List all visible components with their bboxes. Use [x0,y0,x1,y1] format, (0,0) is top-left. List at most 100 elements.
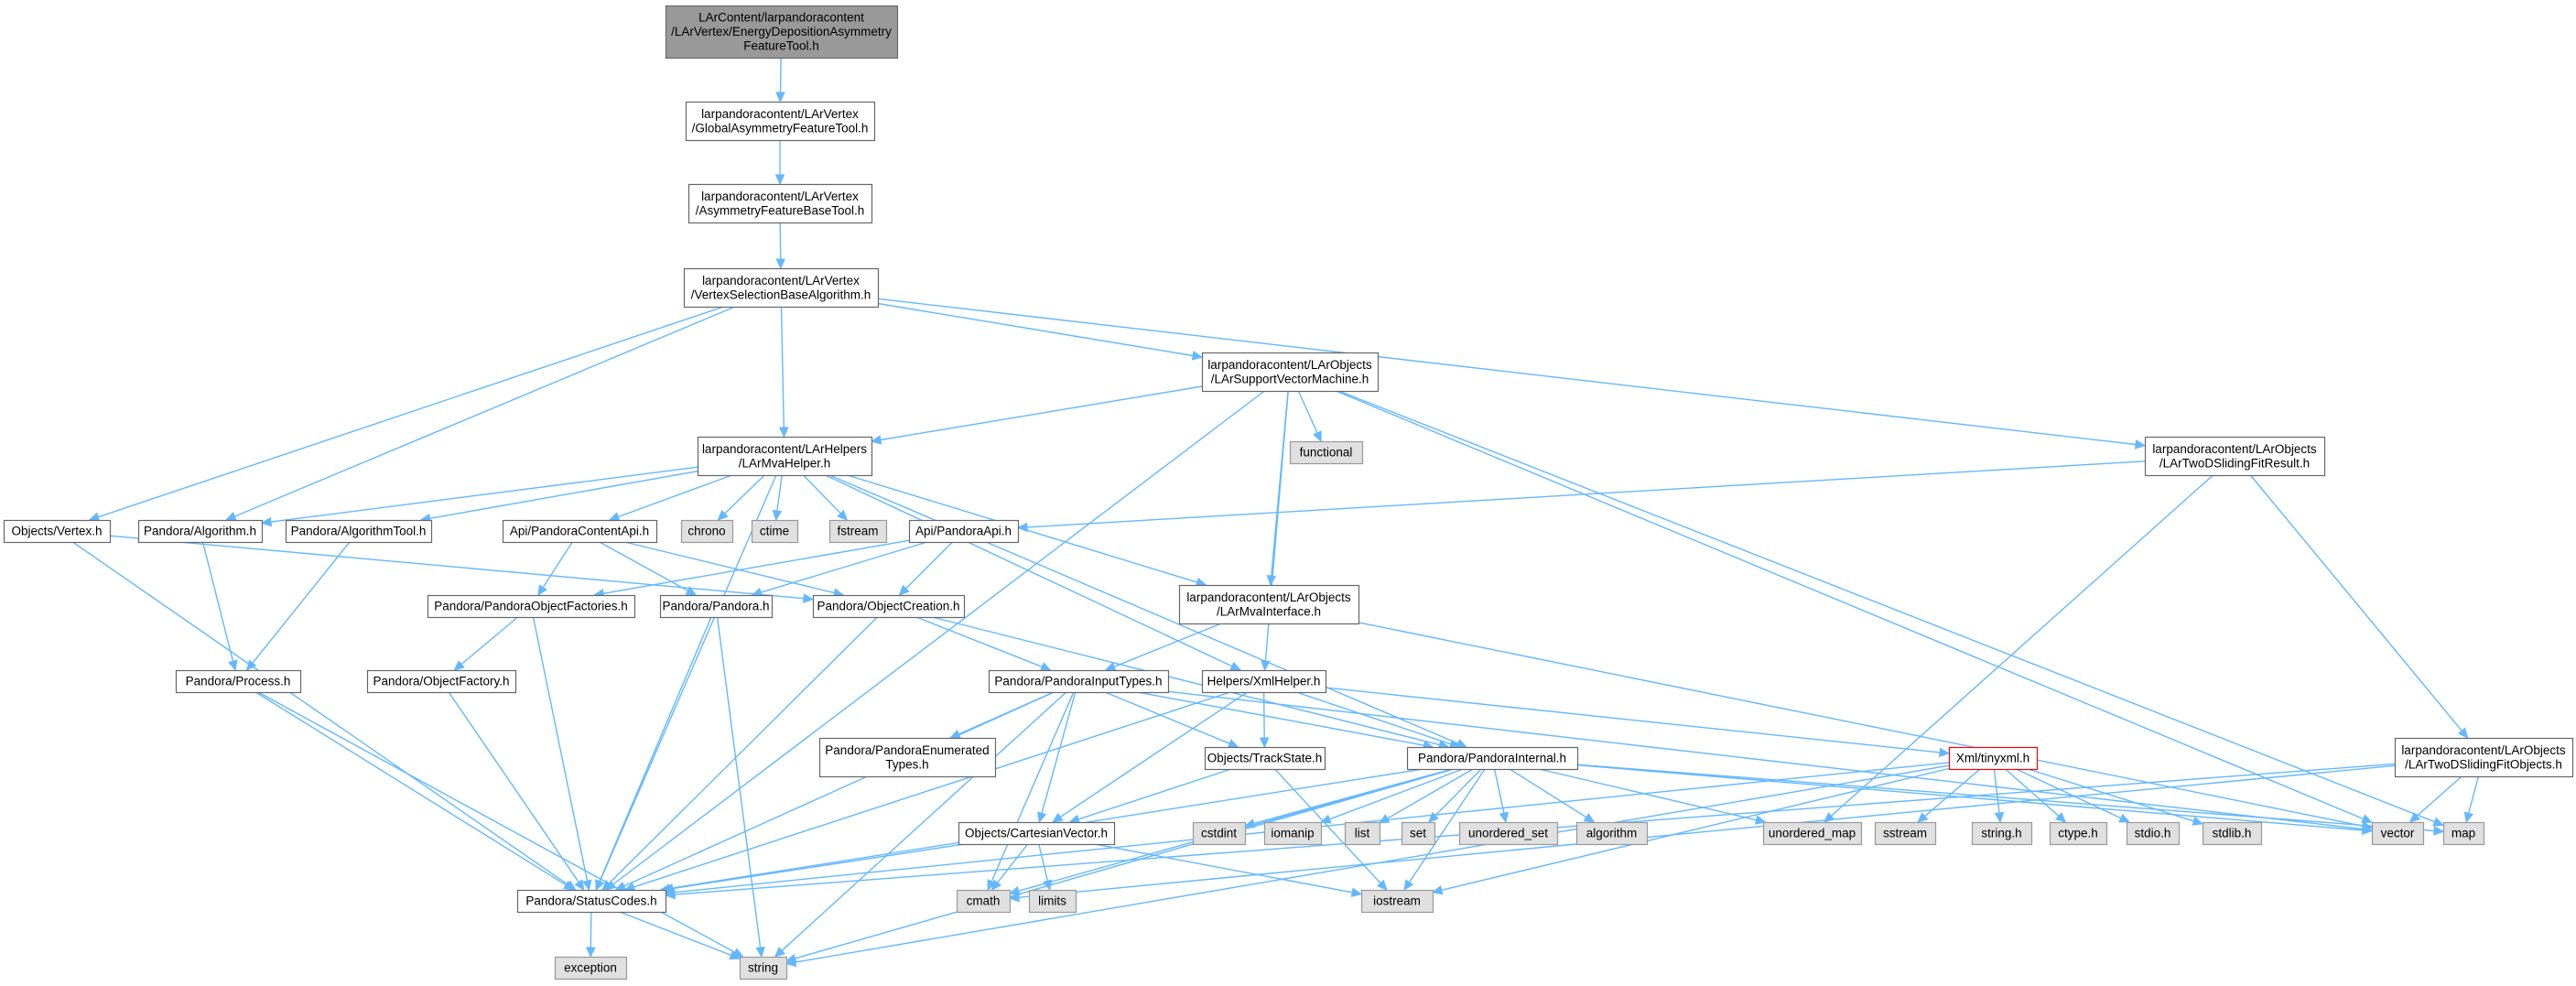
node-inputtypes[interactable]: Pandora/PandoraInputTypes.h [988,669,1170,694]
edge-arrowhead [1917,812,1929,823]
node-label: /LArTwoDSlidingFitObjects.h [2405,757,2562,771]
edge-vsba-to-algorithm [224,306,736,521]
edge-tinyxml-to-stringh [1993,768,2005,824]
node-contentapi[interactable]: Api/PandoraContentApi.h [502,519,658,544]
edge-cartesian-to-cmath [990,843,1029,891]
node-set[interactable]: set [1401,821,1436,846]
edge-pandoraapi-to-pandorah [751,541,928,597]
node-label: Pandora/Pandora.h [662,600,769,613]
node-global[interactable]: larpandoracontent/LArVertex/GlobalAsymme… [685,101,876,142]
node-svm[interactable]: larpandoracontent/LArObjects/LArSupportV… [1201,352,1380,393]
edge-contentapi-to-objfactories [537,541,573,597]
edge-line [780,306,785,428]
node-stdioh[interactable]: stdio.h [2126,821,2181,846]
edge-line [1576,764,2435,832]
node-box [956,889,1012,914]
node-cmath[interactable]: cmath [956,889,1012,914]
node-chrono[interactable]: chrono [680,519,734,544]
node-objfactory[interactable]: Pandora/ObjectFactory.h [366,669,517,694]
node-mvainterface[interactable]: larpandoracontent/LArObjects/LArMvaInter… [1178,584,1360,625]
node-xmlhelper[interactable]: Helpers/XmlHelper.h [1201,669,1327,694]
edge-arrowhead [2432,817,2445,827]
node-twodresult[interactable]: larpandoracontent/LArObjects/LArTwoDSlid… [2144,436,2326,477]
node-unorderedmap[interactable]: unordered_map [1762,821,1863,846]
edge-mvahelper-to-fstream [802,474,849,521]
edge-line [1338,390,2435,823]
edge-twodresult-to-twodobjects [2249,474,2469,739]
edge-line [1167,690,2364,830]
node-process[interactable]: Pandora/Process.h [175,669,302,694]
edge-arrowhead [1227,739,1239,748]
node-pandoraapi[interactable]: Api/PandoraApi.h [908,519,1020,544]
node-label: larpandoracontent/LArObjects [1186,591,1351,604]
node-fstream[interactable]: fstream [828,519,888,544]
node-cartesian[interactable]: Objects/CartesianVector.h [958,821,1116,846]
edge-arrowhead [775,92,785,103]
node-algorithmsys[interactable]: algorithm [1575,821,1649,846]
node-twodobjects[interactable]: larpandoracontent/LArObjects/LArTwoDSlid… [2394,737,2574,778]
node-asymbase[interactable]: larpandoracontent/LArVertex/AsymmetryFea… [687,183,873,224]
node-box [1458,821,1559,846]
node-objfactories[interactable]: Pandora/PandoraObjectFactories.h [427,594,636,619]
node-label: Objects/TrackState.h [1207,752,1323,765]
edge-line [802,474,841,515]
edge-arrowhead [1051,812,1064,823]
node-limits[interactable]: limits [1028,889,1077,914]
edge-arrowhead [2134,439,2147,450]
node-box [1201,669,1327,694]
edge-contentapi-to-pandorah [599,541,698,596]
node-tinyxml[interactable]: Xml/tinyxml.h [1948,746,2039,771]
node-label: /VertexSelectionBaseAlgorithm.h [691,287,871,301]
nodes-layer: LArContent/larpandoracontent/LArVertex/E… [3,5,2574,981]
node-vsba[interactable]: larpandoracontent/LArVertex/VertexSelect… [683,267,880,309]
node-ctime[interactable]: ctime [751,519,799,544]
edge-arrowhead [582,879,592,892]
node-iomanip[interactable]: iomanip [1263,821,1323,846]
edge-arrowhead [1037,811,1047,824]
node-pandorah[interactable]: Pandora/Pandora.h [659,594,774,619]
node-ctypeh[interactable]: ctype.h [2049,821,2108,846]
node-sstream[interactable]: sstream [1874,821,1937,846]
edge-line [1493,768,1505,814]
edge-tinyxml-to-sstream [1917,768,1981,823]
node-unorderedset[interactable]: unordered_set [1458,821,1559,846]
node-trackstate[interactable]: Objects/TrackState.h [1204,746,1326,771]
edge-arrowhead [1994,811,2005,824]
node-label: ctype.h [2058,827,2098,840]
node-string[interactable]: string [739,956,788,981]
node-objcreation[interactable]: Pandora/ObjectCreation.h [812,594,966,619]
node-box [554,956,628,981]
edge-arrowhead [772,509,783,522]
node-label: list [1355,827,1370,840]
node-map[interactable]: map [2442,821,2485,846]
node-algorithm[interactable]: Pandora/Algorithm.h [137,519,264,544]
edge-inputtypes-to-trackstate [1104,691,1239,748]
node-functional[interactable]: functional [1289,440,1364,465]
edge-line [2016,768,2122,819]
node-vertex[interactable]: Objects/Vertex.h [3,519,112,544]
node-internal[interactable]: Pandora/PandoraInternal.h [1406,746,1579,771]
node-list[interactable]: list [1344,821,1381,846]
edge-internal-to-set [1428,768,1482,823]
node-stringh[interactable]: string.h [1971,821,2033,846]
node-cstdint[interactable]: cstdint [1192,821,1247,846]
edge-xmlhelper-to-statuscodes [623,691,1231,892]
node-box [828,519,888,544]
edge-line [877,298,2137,446]
edge-arrowhead [1043,879,1053,892]
node-box [665,5,899,60]
node-algtool[interactable]: Pandora/AlgorithmTool.h [285,519,433,544]
node-root[interactable]: LArContent/larpandoracontent/LArVertex/E… [665,5,899,60]
node-label: Pandora/PandoraInternal.h [1418,752,1566,765]
node-mvahelper[interactable]: larpandoracontent/LArHelpers/LArMvaHelpe… [697,436,873,477]
edge-arrowhead [870,435,882,445]
node-box [680,519,734,544]
node-iostream[interactable]: iostream [1360,889,1434,914]
edge-line [254,691,567,886]
node-statuscodes[interactable]: Pandora/StatusCodes.h [516,889,667,914]
node-exception[interactable]: exception [554,956,628,981]
node-box [3,519,112,544]
node-vector[interactable]: vector [2371,821,2425,846]
node-stdlibh[interactable]: stdlib.h [2202,821,2263,846]
